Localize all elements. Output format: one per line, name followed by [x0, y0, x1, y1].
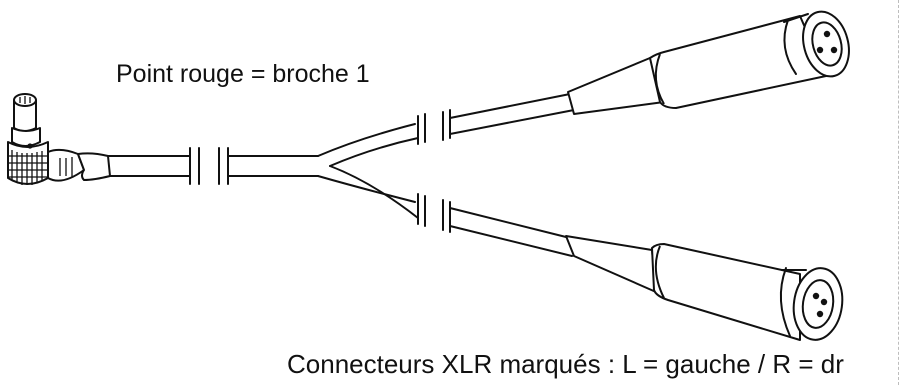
xlr-boot-bottom [565, 235, 657, 293]
main-cable [107, 147, 319, 185]
xlr-connector-bottom [565, 235, 844, 341]
xlr-boot-top [567, 57, 665, 115]
pin1-red-dot-marker [27, 143, 33, 149]
xlr-marking-note-label: Connecteurs XLR marqués : L = gauche / R… [287, 349, 844, 379]
multipin-connector [7, 93, 111, 185]
xlr-shell-top [649, 15, 827, 109]
xlr-connector-top [567, 10, 850, 115]
pin1-note-label: Point rouge = broche 1 [116, 60, 370, 88]
xlr-shell-bottom [651, 243, 801, 341]
page-edge-rule [898, 0, 899, 385]
connector-knurl [9, 150, 47, 185]
y-split [317, 93, 575, 257]
connector-collar [11, 127, 41, 147]
